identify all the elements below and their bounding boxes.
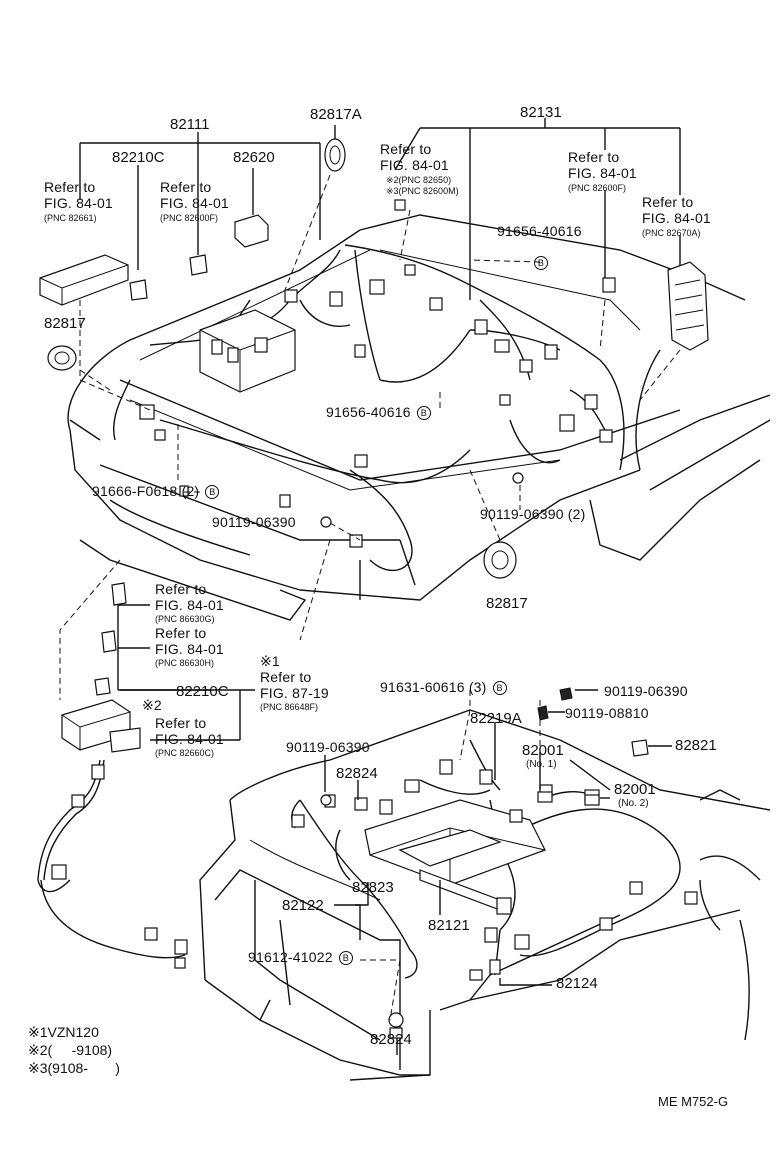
label-91656-a: 91656-40616 bbox=[497, 223, 582, 239]
label-82210c-bottom: 82210C bbox=[176, 683, 229, 700]
top-dashed-leaders bbox=[59, 230, 681, 700]
label-82824-b: 82824 bbox=[370, 1031, 412, 1048]
ref1-pnc: (PNC 82661) bbox=[44, 213, 97, 223]
ref8-line2: FIG. 87-19 bbox=[260, 685, 329, 701]
ref5-line1: Refer to bbox=[642, 194, 694, 210]
bottom-vehicle-body bbox=[199, 709, 771, 1081]
label-90119-low: 90119-06390 bbox=[286, 739, 370, 755]
ref8-mark: ※1 bbox=[260, 653, 280, 669]
ref4-pnc: (PNC 82600F) bbox=[568, 183, 627, 193]
label-82001-a: 82001 bbox=[522, 742, 564, 759]
relay-block bbox=[199, 309, 296, 393]
legend-1: ※1VZN120 bbox=[28, 1024, 99, 1040]
diagram-code: ME M752-G bbox=[658, 1094, 729, 1109]
ref6-line1: Refer to bbox=[155, 581, 207, 597]
label-no1: (No. 1) bbox=[526, 759, 557, 770]
label-82210c-top: 82210C bbox=[112, 149, 165, 166]
label-82121: 82121 bbox=[428, 917, 470, 934]
label-82001-b: 82001 bbox=[614, 781, 656, 798]
top-vehicle-body bbox=[67, 214, 771, 621]
label-82817-right: 82817 bbox=[486, 595, 528, 612]
label-91612: 91612-41022 B bbox=[248, 950, 353, 966]
label-90119-r1: 90119-06390 bbox=[604, 683, 688, 699]
ref7-line2: FIG. 84-01 bbox=[155, 641, 224, 657]
ref3-line1: Refer to bbox=[380, 141, 432, 157]
label-82817-left: 82817 bbox=[44, 315, 86, 332]
ref3-pnc2: ※2(PNC 82650) bbox=[386, 175, 452, 185]
ref7-pnc: (PNC 86630H) bbox=[155, 658, 215, 668]
top-wire-harness bbox=[113, 244, 625, 600]
ref1-line2: FIG. 84-01 bbox=[44, 195, 113, 211]
ref4-line1: Refer to bbox=[568, 149, 620, 165]
top-parts bbox=[39, 138, 709, 579]
label-82131: 82131 bbox=[520, 104, 562, 121]
legend-2: ※2( -9108) bbox=[28, 1042, 113, 1058]
bottom-parts bbox=[291, 687, 698, 1039]
label-82823: 82823 bbox=[352, 879, 394, 896]
label-90119-mid: 90119-06390 bbox=[212, 514, 296, 530]
label-82124: 82124 bbox=[556, 975, 598, 992]
bottom-wire-harness bbox=[291, 739, 681, 979]
label-82824-a: 82824 bbox=[336, 765, 378, 782]
label-91666: 91666-F0618 (2) B bbox=[92, 484, 220, 500]
label-91656-b: 91656-40616 B bbox=[326, 405, 431, 421]
ref9-pnc: (PNC 82660C) bbox=[155, 748, 215, 758]
label-82821: 82821 bbox=[675, 737, 717, 754]
label-82219a: 82219A bbox=[470, 710, 522, 727]
ref9-line2: FIG. 84-01 bbox=[155, 731, 224, 747]
label-91631: 91631-60616 (3) B bbox=[380, 680, 507, 696]
ref2-line2: FIG. 84-01 bbox=[160, 195, 229, 211]
label-82817a: 82817A bbox=[310, 106, 362, 123]
bottom-leaders bbox=[324, 689, 672, 1055]
label-no2: (No. 2) bbox=[618, 798, 649, 809]
ref9-line1: Refer to bbox=[155, 715, 207, 731]
ref4-line2: FIG. 84-01 bbox=[568, 165, 637, 181]
legend-3: ※3(9108- ) bbox=[28, 1060, 120, 1076]
ref9-mark: ※2 bbox=[142, 697, 162, 713]
label-82111: 82111 bbox=[170, 116, 210, 133]
ref5-line2: FIG. 84-01 bbox=[642, 210, 711, 226]
ref2-line1: Refer to bbox=[160, 179, 212, 195]
label-90119-mid2: 90119-06390 (2) bbox=[480, 506, 586, 522]
ref3-pnc3: ※3(PNC 82600M) bbox=[386, 186, 459, 196]
label-82620: 82620 bbox=[233, 149, 275, 166]
ref6-pnc: (PNC 86630G) bbox=[155, 614, 215, 624]
ref2-pnc: (PNC 82600F) bbox=[160, 213, 219, 223]
top-leaders bbox=[79, 118, 681, 300]
ref8-line1: Refer to bbox=[260, 669, 312, 685]
label-82122: 82122 bbox=[282, 897, 324, 914]
bolt-marker-a: B bbox=[532, 255, 548, 271]
ref7-line1: Refer to bbox=[155, 625, 207, 641]
ref8-pnc: (PNC 86648F) bbox=[260, 702, 319, 712]
left-switch-group bbox=[37, 582, 255, 969]
ref5-pnc: (PNC 82670A) bbox=[642, 228, 701, 238]
harness-connectors bbox=[139, 199, 613, 548]
ref6-line2: FIG. 84-01 bbox=[155, 597, 224, 613]
ref3-line2: FIG. 84-01 bbox=[380, 157, 449, 173]
ref1-line1: Refer to bbox=[44, 179, 96, 195]
label-90119-r2: 90119-08810 bbox=[565, 705, 649, 721]
